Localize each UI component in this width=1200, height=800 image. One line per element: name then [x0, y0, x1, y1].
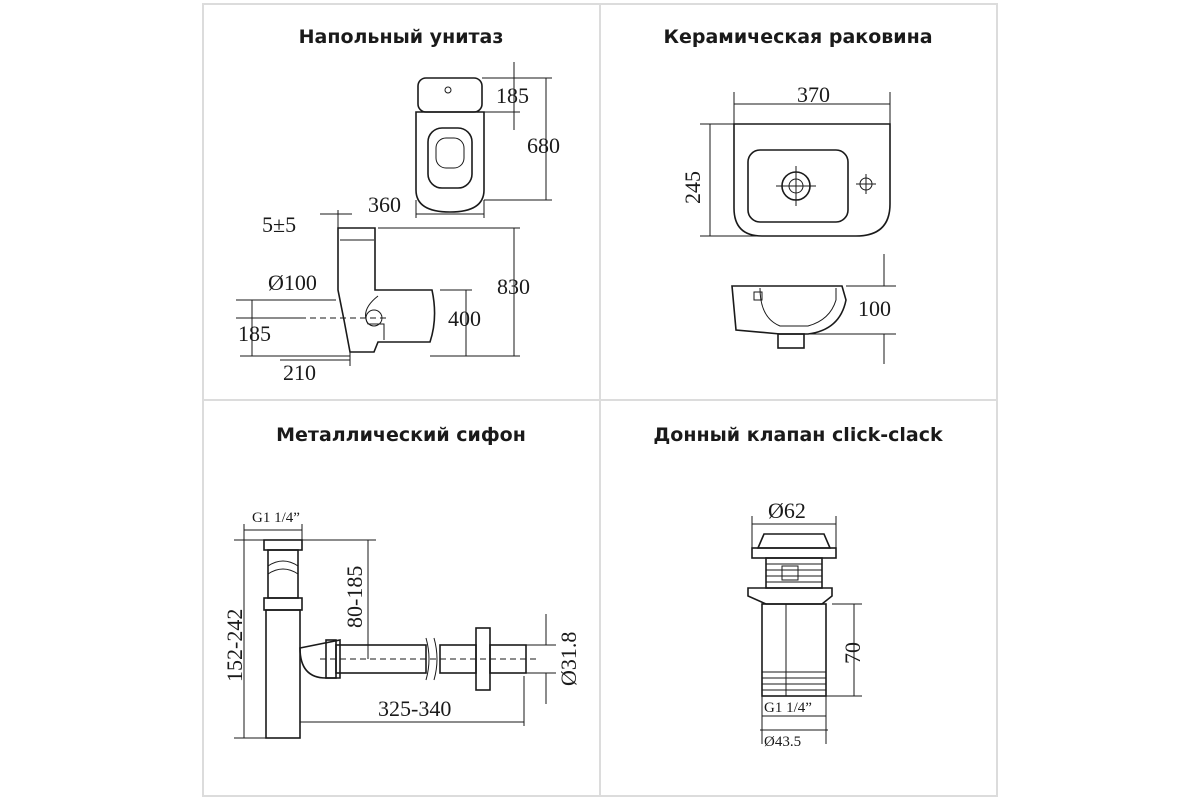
dim-sink-width: 370 [797, 82, 830, 107]
dim-toilet-cistern: 185 [496, 83, 529, 108]
dim-toilet-gap: 5±5 [262, 212, 296, 237]
dim-toilet-outlet: 185 [238, 321, 271, 346]
dim-siphon-height: 152-242 [222, 609, 247, 682]
panel-title-sink: Керамическая раковина [663, 26, 933, 48]
dim-valve-thread: G1 1/4” [764, 700, 812, 716]
dim-toilet-seat: 400 [448, 306, 481, 331]
dim-valve-body: Ø43.5 [764, 734, 801, 750]
toilet-side-view [300, 227, 436, 353]
dim-siphon-pipe: Ø31.8 [556, 632, 581, 686]
toilet-top-view [415, 77, 485, 213]
sink-side-view [731, 285, 847, 349]
dim-siphon-drop: 80-185 [342, 566, 367, 628]
panel-title-toilet: Напольный унитаз [298, 26, 504, 48]
dim-toilet-top-height: 680 [527, 133, 560, 158]
dim-toilet-width: 360 [368, 192, 401, 217]
dim-toilet-depth: 210 [283, 360, 316, 385]
dim-sink-height: 100 [858, 296, 891, 321]
panel-title-siphon: Металлический сифон [276, 424, 526, 446]
dim-valve-cap: Ø62 [768, 498, 806, 523]
dim-valve-height: 70 [840, 642, 865, 664]
sink-top-view [733, 123, 891, 237]
dim-toilet-pipe: Ø100 [268, 270, 317, 295]
dim-toilet-total-height: 830 [497, 274, 530, 299]
valve-body [747, 533, 837, 697]
panel-title-drain-valve: Донный клапан click-clack [653, 424, 943, 446]
dim-sink-depth: 245 [680, 171, 705, 204]
dim-siphon-length: 325-340 [378, 696, 451, 721]
dim-siphon-thread: G1 1/4” [252, 510, 300, 526]
